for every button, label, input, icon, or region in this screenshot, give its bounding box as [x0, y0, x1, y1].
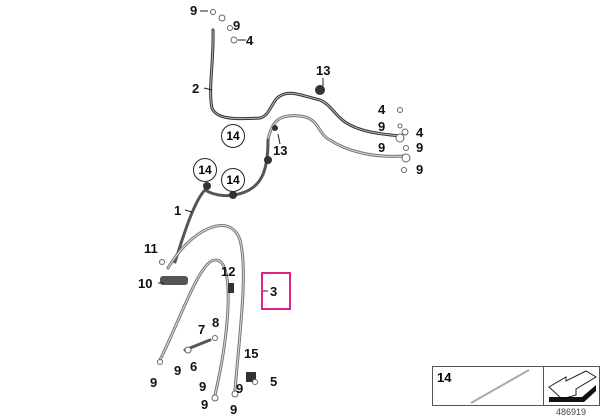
callout-label: 10	[138, 276, 153, 291]
callout-label: 9	[236, 381, 244, 396]
hose-icon	[470, 369, 530, 404]
callout-label: 9	[233, 18, 241, 33]
callout-label: 8	[212, 315, 220, 330]
callout-label: 5	[270, 374, 278, 389]
callout-label: 9	[174, 363, 182, 378]
callout-label: 9	[416, 162, 424, 177]
highlight-box	[261, 272, 291, 310]
callout-label: 9	[150, 375, 158, 390]
brake-line-2	[209, 28, 402, 138]
callout-label: 9	[378, 140, 386, 155]
legend-part-number: 14	[437, 370, 452, 385]
legend-arrow-cell	[544, 367, 599, 405]
callout-label: 9	[230, 402, 238, 417]
callout-label: 6	[190, 359, 198, 374]
callout-label: 7	[198, 322, 206, 337]
callout-label: 13	[273, 143, 288, 158]
legend-part-cell: 14	[433, 367, 544, 405]
callout-label: 4	[416, 125, 424, 140]
brake-line-mid	[173, 138, 270, 264]
callout-label: 12	[221, 264, 236, 279]
callout-label: 1	[174, 203, 182, 218]
callout-label: 9	[378, 119, 386, 134]
callout-label: 9	[199, 379, 207, 394]
arrow-icon	[548, 370, 597, 402]
callout-label: 9	[201, 397, 209, 412]
callout-label: 11	[144, 241, 158, 256]
callout-label: 9	[416, 140, 424, 155]
callout-label: 13	[316, 63, 331, 78]
callout-label: 4	[378, 102, 386, 117]
circled-callout: 14	[193, 158, 217, 182]
legend-box: 14	[432, 366, 600, 406]
callout-label: 2	[192, 81, 200, 96]
callout-label: 9	[190, 3, 198, 18]
callout-label-highlighted: 3	[270, 284, 278, 299]
callout-label: 15	[244, 346, 259, 361]
circled-callout: 14	[221, 124, 245, 148]
image-id: 486919	[556, 407, 587, 417]
callout-label: 4	[246, 33, 254, 48]
circled-callout: 14	[221, 168, 245, 192]
